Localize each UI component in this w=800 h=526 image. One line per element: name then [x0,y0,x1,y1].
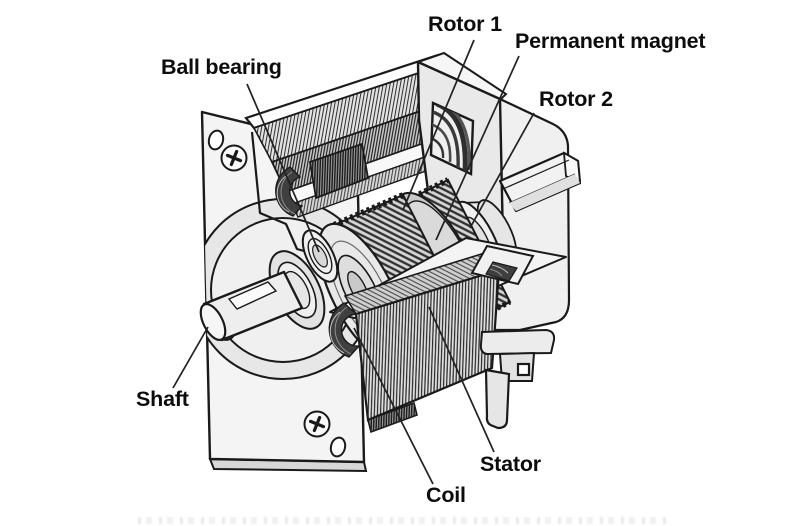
output-shaft-tip [199,302,227,342]
leader-stator [428,306,495,453]
coil-end-upper [275,166,304,217]
mounting-leg [484,368,511,430]
rear-shaft [498,151,582,213]
plate-hole-top-left [207,129,225,151]
terminal-bracket [479,328,556,356]
coil-end-lower [328,302,361,358]
leader-ball-bearing [246,83,320,253]
stator-front-face [354,268,501,422]
label-shaft: Shaft [136,387,189,411]
leader-coil [353,327,434,485]
plate-screw-top-left [220,144,248,172]
top-coil-cross-section [308,142,370,200]
rear-shaft-lower-facet [509,174,580,211]
cropped-caption-remnant [138,517,670,524]
leader-lines [172,39,535,485]
leader-permanent-magnet [435,55,520,241]
plate-hole-bottom-right [329,436,347,458]
label-ball-bearing: Ball bearing [161,55,282,79]
label-rotor-2: Rotor 2 [539,87,613,111]
stator-block [328,237,567,434]
output-shaft [199,270,304,342]
stator-bottom-lamination [367,401,418,434]
label-permanent-magnet: Permanent magnet [515,29,706,53]
rear-shaft-facet-line-1 [502,159,570,190]
front-bearing [301,229,339,283]
label-rotor-1: Rotor 1 [428,12,502,36]
stator-top-pocket [470,244,535,286]
plate-screw-bottom-right [303,410,331,438]
leader-shaft [172,326,209,389]
label-stator: Stator [480,452,541,476]
leader-rotor-1 [402,39,475,211]
output-shaft-flat [227,281,278,310]
label-coil: Coil [426,483,466,507]
leader-rotor-2 [469,112,535,229]
